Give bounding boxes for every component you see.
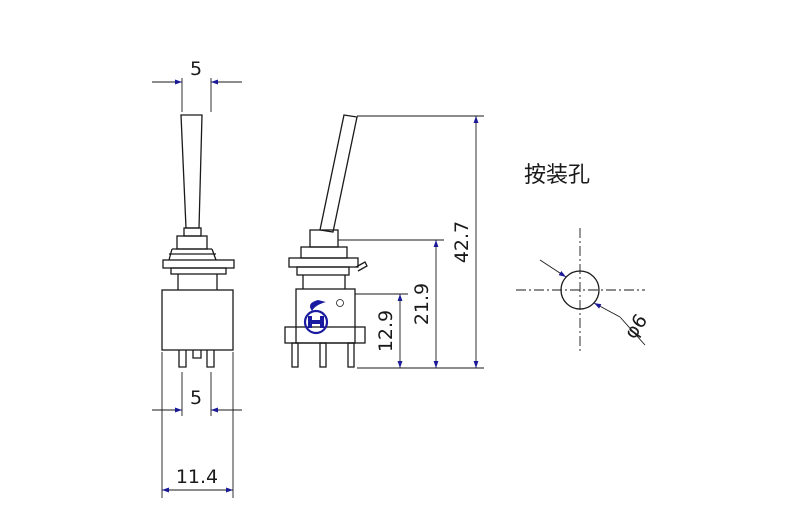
washer-front [170, 267, 227, 275]
dim-hole-diameter: φ6 [620, 310, 652, 343]
dim-body-height: 12.9 [375, 310, 397, 352]
nut-side [288, 257, 359, 268]
pin-side-3 [347, 342, 355, 368]
dim-body-width: 11.4 [176, 466, 218, 488]
switch-body-front [161, 289, 234, 351]
dim-pin-spacing: 5 [190, 387, 202, 409]
pin-right [206, 350, 215, 368]
dim-total-height: 42.7 [451, 221, 473, 263]
hole-circle [560, 270, 600, 310]
front-view: 5 5 11.4 [152, 58, 242, 498]
lever-front [180, 114, 203, 229]
lever-collar [183, 227, 202, 237]
side-view: 12.9 21.9 42.7 [284, 114, 484, 369]
bushing-top [176, 235, 208, 250]
mounting-hole-title: 按装孔 [524, 163, 590, 188]
pin-left [178, 350, 187, 368]
lever-base-side [309, 229, 339, 248]
pin-side-1 [291, 342, 299, 368]
bushing-side [300, 246, 348, 259]
brand-logo [303, 299, 344, 335]
nut-front [162, 259, 235, 269]
washer-side [296, 266, 350, 276]
pin-side-2 [319, 342, 327, 368]
dim-lever-width: 5 [190, 58, 202, 80]
dim-bushing-height: 21.9 [411, 283, 433, 325]
lever-side [319, 114, 358, 233]
pin-center [192, 350, 202, 359]
mounting-hole: 按装孔 φ6 [516, 163, 652, 352]
